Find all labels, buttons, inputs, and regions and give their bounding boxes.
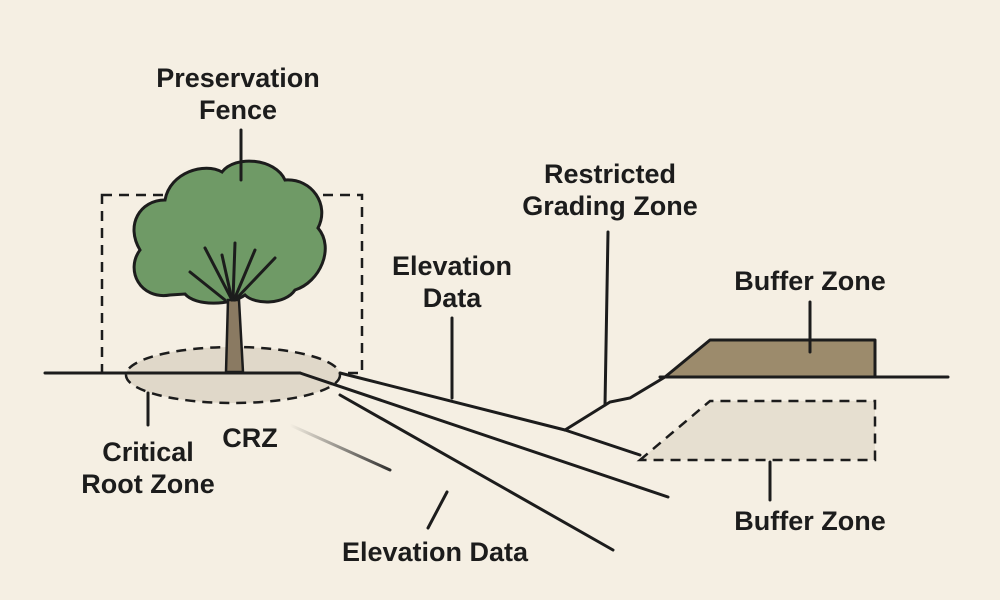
slope-line-lower xyxy=(338,393,615,552)
label-buffer-zone-upper: Buffer Zone xyxy=(734,266,886,296)
slope-lines xyxy=(298,371,670,552)
label-restricted-grading-zone: Restricted Grading Zone xyxy=(480,158,740,222)
fading-grade-line xyxy=(288,423,392,472)
label-elevation-data-upper-line2: Data xyxy=(422,283,482,313)
label-restricted-grading-zone-line1: Restricted xyxy=(543,159,677,189)
buffer-zone-upper-shape xyxy=(663,338,877,379)
label-preservation-fence: Preservation Fence xyxy=(118,62,358,126)
label-preservation-fence-line1: Preservation xyxy=(156,63,320,93)
slope-line-inner xyxy=(563,428,642,457)
grade-step-line xyxy=(563,375,667,432)
leader-lines xyxy=(146,128,812,530)
label-crz: CRZ xyxy=(222,423,278,453)
tree-trunk xyxy=(224,298,245,374)
label-critical-root-zone-line2: Root Zone xyxy=(81,469,215,499)
label-preservation-fence-line2: Fence xyxy=(198,95,278,125)
label-restricted-grading-zone-line2: Grading Zone xyxy=(522,191,698,221)
slope-line-middle xyxy=(298,371,670,499)
label-elevation-data-upper-line1: Elevation xyxy=(391,251,513,281)
label-elevation-data-lower: Elevation Data xyxy=(341,537,529,567)
leader-restricted-grading-zone xyxy=(603,230,610,407)
label-elevation-data-upper: Elevation Data xyxy=(362,250,542,314)
leader-elevation-data-lower xyxy=(426,490,449,530)
label-buffer-zone-lower: Buffer Zone xyxy=(734,506,886,536)
tree-branches xyxy=(188,241,277,302)
label-critical-root-zone: Critical Root Zone xyxy=(48,436,248,500)
slope-line-upper xyxy=(338,371,567,432)
tree-canopy xyxy=(132,159,327,305)
label-critical-root-zone-line1: Critical xyxy=(102,437,194,467)
buffer-zone-lower-shape xyxy=(636,399,877,462)
tree-icon xyxy=(132,159,327,374)
